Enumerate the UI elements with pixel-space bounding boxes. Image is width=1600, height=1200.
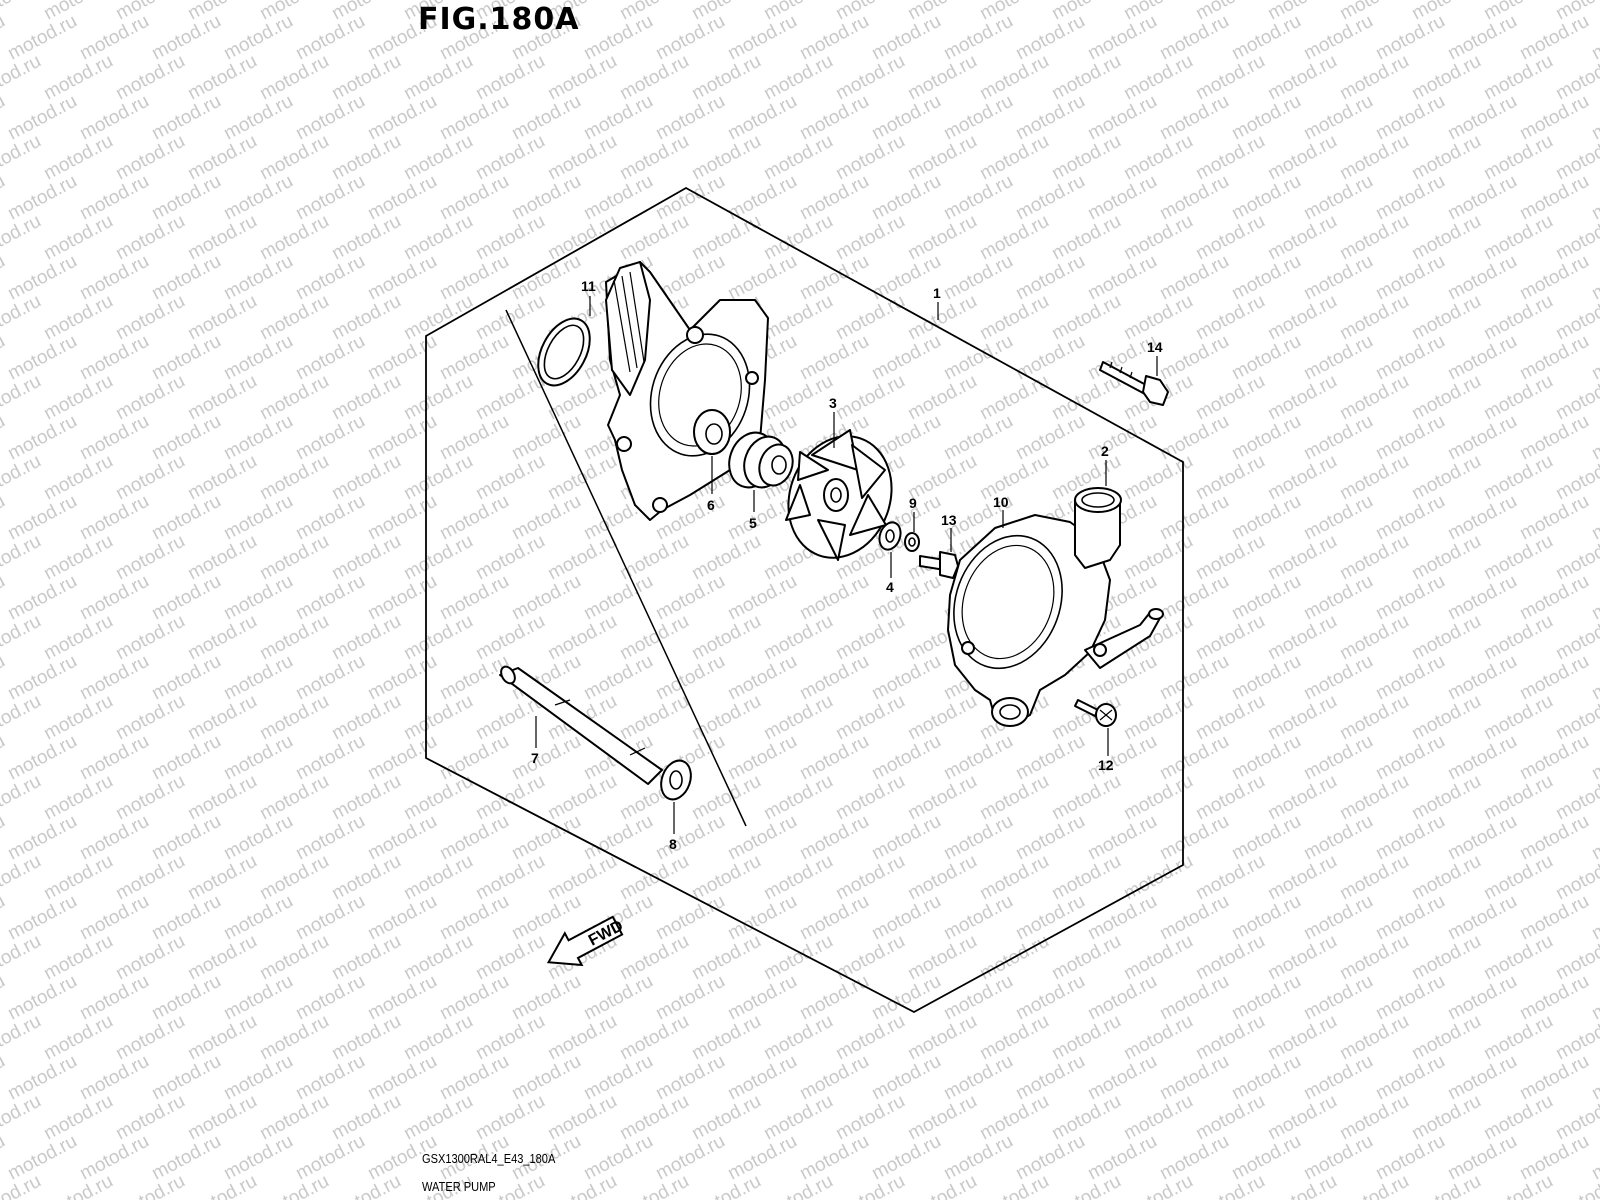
assembly-outline [425, 186, 1184, 1014]
callout-7: 7 [531, 750, 539, 766]
pump-body-part-10 [947, 514, 1164, 727]
figure-title: FIG.180A [418, 2, 580, 37]
callout-5: 5 [749, 515, 757, 531]
pump-cover-part-6 [605, 261, 769, 521]
callout-1: 1 [933, 285, 941, 301]
forward-direction-arrow: FWD [546, 915, 626, 967]
part-callouts: 1 2 3 4 5 6 7 8 9 10 11 12 13 14 [531, 278, 1163, 852]
callout-14: 14 [1147, 339, 1163, 355]
o-ring-part-11 [537, 317, 591, 387]
callout-13: 13 [941, 512, 957, 528]
callout-2: 2 [1101, 443, 1109, 459]
washer-part-8 [660, 759, 692, 801]
callout-8: 8 [669, 836, 677, 852]
section-name: WATER PUMP [422, 1179, 496, 1194]
bolt-part-13 [919, 551, 959, 579]
shaft-part-7 [499, 665, 663, 785]
long-bolt-part-14 [1099, 361, 1169, 406]
impeller-part-3 [785, 429, 893, 561]
outlet-pipe-part-2 [1074, 487, 1122, 569]
leader-lines [535, 296, 1158, 834]
callout-11: 11 [581, 278, 596, 294]
mechanical-seal-part-5 [728, 431, 794, 489]
subgroup-bracket [505, 309, 747, 827]
callout-9: 9 [909, 495, 917, 511]
callout-6: 6 [707, 497, 715, 513]
washer-part-9 [904, 532, 920, 552]
model-code: GSX1300RAL4_E43_180A [422, 1151, 556, 1166]
screw-part-12 [1074, 699, 1117, 727]
callout-10: 10 [993, 494, 1009, 510]
callout-4: 4 [886, 579, 894, 595]
washer-part-4 [878, 521, 902, 551]
callout-3: 3 [829, 395, 837, 411]
callout-12: 12 [1098, 757, 1114, 773]
